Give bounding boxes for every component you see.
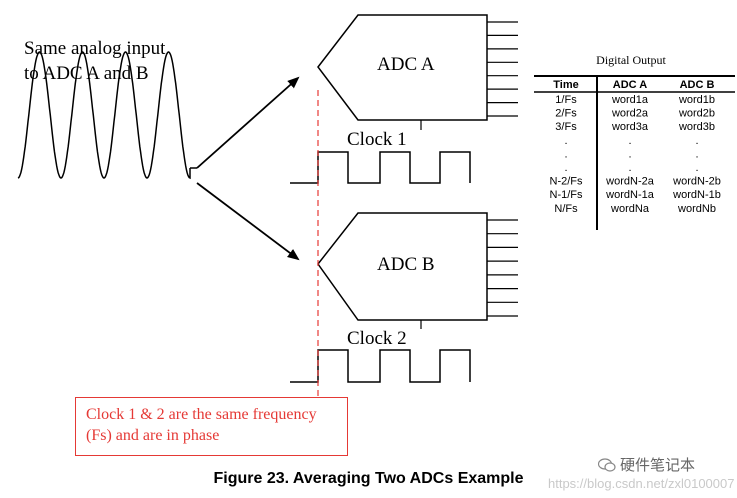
adc-b-body: [317, 212, 488, 321]
table-cell-adc-a: word2a: [611, 108, 649, 120]
table-header-time: Time: [553, 79, 578, 91]
table-cell-adc-a: wordN-2a: [605, 176, 655, 188]
watermark-text: https://blog.csdn.net/zxl0100007: [548, 476, 735, 491]
table-header-adc-a: ADC A: [613, 79, 647, 91]
table-body: 1/Fs word1a word1b 2/Fs word2a word2b 3/Fs word…: [550, 94, 721, 215]
figure-caption: Figure 23. Averaging Two ADCs Example: [213, 470, 524, 487]
phase-note-line-2: (Fs) and are in phase: [86, 427, 220, 444]
adc-a-label: ADC A: [377, 54, 435, 75]
table-cell-adc-a: .: [628, 148, 631, 160]
adc-b-output-pins: [487, 219, 518, 317]
clock-2-waveform: [290, 349, 471, 383]
analog-input-label-line-1: Same analog input: [24, 38, 166, 59]
table-cell-time: 1/Fs: [555, 94, 577, 106]
analog-input-label-line-2: to ADC A and B: [24, 63, 149, 84]
table-cell-adc-b: wordN-2b: [672, 176, 721, 188]
clock-2-label: Clock 2: [347, 328, 407, 349]
table-cell-adc-b: .: [695, 148, 698, 160]
table-cell-time: N-1/Fs: [550, 189, 584, 201]
table-cell-time: 2/Fs: [555, 108, 577, 120]
digital-output-table: Digital Output Time ADC A ADC B 1/Fs word…: [534, 53, 735, 230]
table-title: Digital Output: [596, 53, 666, 67]
table-cell-time: .: [564, 162, 567, 174]
clock-1-waveform: [290, 151, 471, 184]
adc-a-output-pins: [487, 21, 518, 117]
table-cell-adc-a: word3a: [611, 121, 649, 133]
clock-1-label: Clock 1: [347, 129, 407, 150]
table-cell-adc-b: .: [695, 162, 698, 174]
table-cell-time: N-2/Fs: [550, 176, 584, 188]
phase-note-box: Clock 1 & 2 are the same frequency (Fs) …: [75, 397, 348, 456]
table-cell-adc-a: wordNa: [610, 203, 650, 215]
table-cell-adc-b: word3b: [678, 121, 715, 133]
analog-sine-wave: [17, 51, 191, 180]
table-cell-adc-b: word2b: [678, 108, 715, 120]
adc-a-body: [317, 14, 488, 121]
wechat-account-tag: 硬件笔记本: [598, 454, 695, 475]
phase-note-line-1: Clock 1 & 2 are the same frequency: [86, 406, 317, 423]
table-cell-adc-b: wordN-1b: [672, 189, 721, 201]
table-cell-adc-b: .: [695, 135, 698, 147]
table-cell-adc-b: wordNb: [677, 203, 716, 215]
wechat-icon: [598, 458, 616, 472]
arrow-to-adc-b: [196, 182, 300, 261]
analog-input-label: Same analog input to ADC A and B: [24, 36, 165, 86]
table-cell-time: N/Fs: [554, 203, 578, 215]
table-cell-time: .: [564, 148, 567, 160]
adc-b-label: ADC B: [377, 254, 435, 275]
table-cell-adc-b: word1b: [678, 94, 715, 106]
table-cell-adc-a: word1a: [611, 94, 649, 106]
table-cell-adc-a: wordN-1a: [605, 189, 655, 201]
table-header-adc-b: ADC B: [680, 79, 715, 91]
arrow-to-adc-a: [196, 76, 300, 169]
table-cell-adc-a: .: [628, 135, 631, 147]
wechat-account-name: 硬件笔记本: [620, 457, 696, 474]
table-cell-time: 3/Fs: [555, 121, 577, 133]
table-cell-adc-a: .: [628, 162, 631, 174]
table-cell-time: .: [564, 135, 567, 147]
